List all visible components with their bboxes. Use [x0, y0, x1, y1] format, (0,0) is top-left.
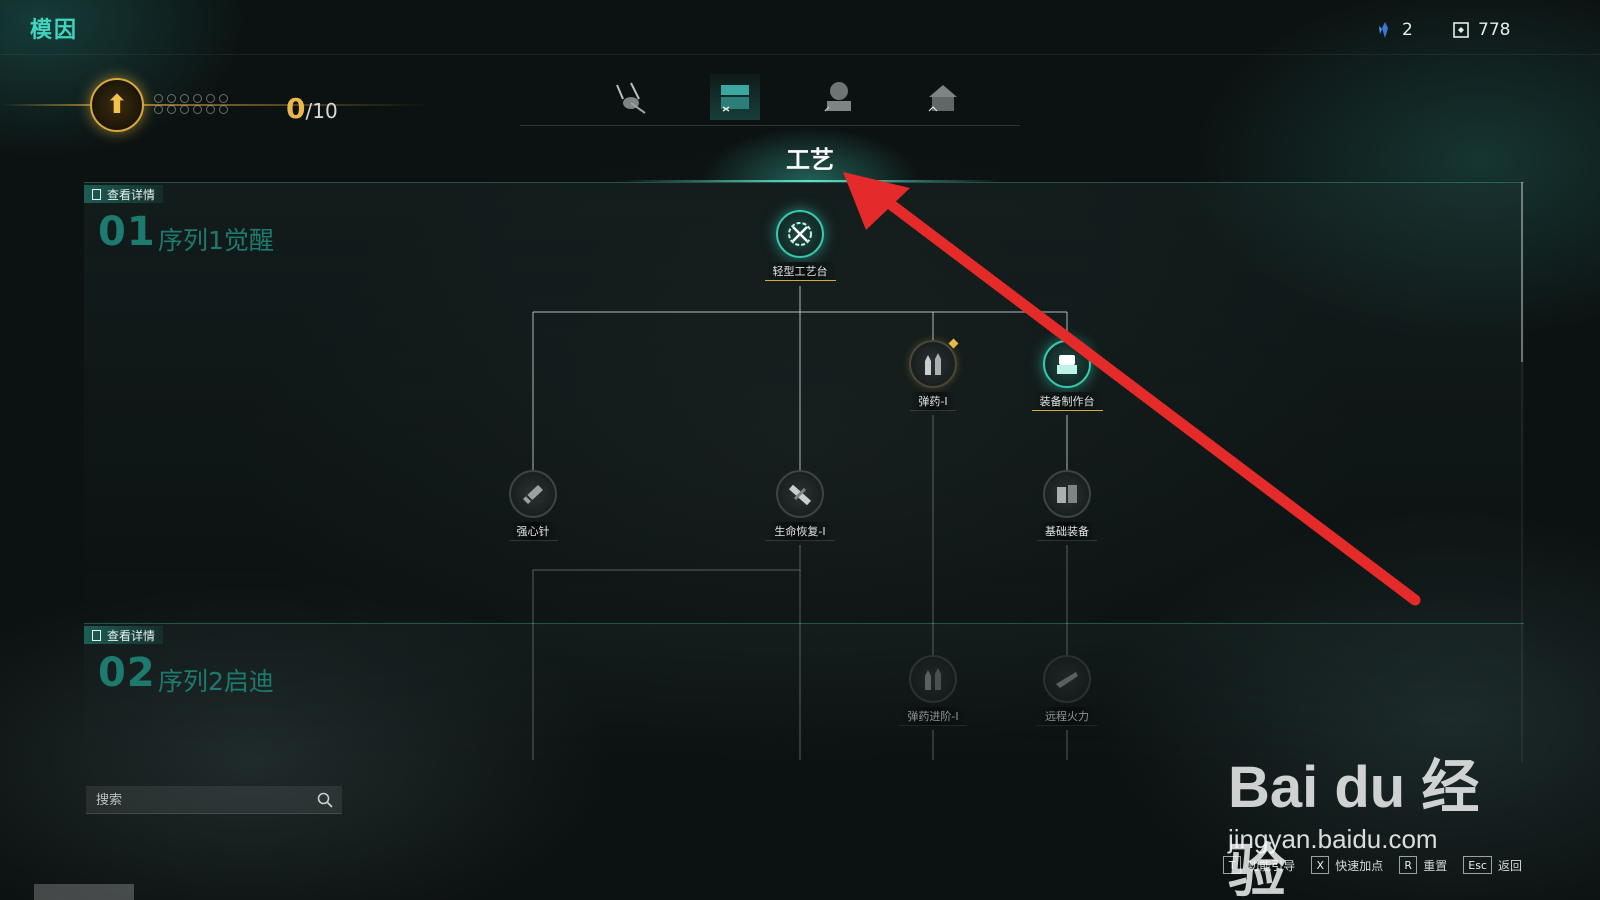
- workbench-icon: [721, 85, 749, 112]
- node-equipment-crafting-label: 装备制作台: [1031, 392, 1103, 411]
- hint-quick-add-label: 快速加点: [1335, 858, 1384, 873]
- hint-back-label: 返回: [1497, 858, 1522, 873]
- rifle-icon: [1056, 672, 1078, 688]
- key-r: R: [1399, 856, 1418, 874]
- key-hints: T 功能引导 X 快速加点 R 重置 Esc 返回: [1223, 856, 1522, 874]
- sequence-name-1: 序列1觉醒: [158, 226, 274, 255]
- hammer-wrench-icon: [788, 222, 812, 246]
- key-esc: Esc: [1463, 856, 1492, 874]
- view-details-button-1[interactable]: 查看详情: [84, 185, 164, 203]
- level-count: 0/10: [286, 92, 338, 125]
- hint-reset[interactable]: R 重置: [1399, 856, 1447, 874]
- node-ranged-fire[interactable]: 远程火力: [1012, 655, 1122, 726]
- currency-shards: 2: [1376, 20, 1413, 40]
- node-light-workbench[interactable]: 轻型工艺台: [745, 210, 855, 281]
- node-basic-equipment-label: 基础装备: [1037, 522, 1097, 541]
- node-light-workbench-ring: [776, 210, 824, 258]
- key-x: X: [1311, 856, 1330, 874]
- house-icon: [928, 85, 957, 112]
- section-title-wrap: 工艺: [620, 126, 1000, 182]
- hint-guide-label: 功能引导: [1247, 858, 1296, 873]
- node-ammo-1-ring: [909, 340, 957, 388]
- level-current: 0: [286, 92, 306, 125]
- node-ammo-1-label: 弹药-I: [910, 392, 956, 411]
- node-life-recovery[interactable]: 生命恢复-I: [745, 470, 855, 541]
- insect-icon: [616, 82, 646, 114]
- currency-points-value: 778: [1478, 20, 1511, 40]
- currency-points: 778: [1452, 20, 1510, 40]
- node-stim-ring: [509, 470, 557, 518]
- level-max: /10: [305, 99, 338, 123]
- game-title: 模因: [30, 18, 79, 43]
- watermark-url: jingyan.baidu.com: [1228, 824, 1438, 854]
- scrollbar-thumb[interactable]: [1521, 182, 1523, 362]
- crafting-machine-icon: [1057, 355, 1077, 374]
- node-ranged-fire-ring: [1043, 655, 1091, 703]
- section-title: 工艺: [786, 146, 834, 174]
- gear-kit-icon: [1057, 485, 1077, 503]
- hint-quick-add[interactable]: X 快速加点: [1311, 856, 1383, 874]
- hint-back[interactable]: Esc 返回: [1463, 856, 1522, 874]
- level-up-badge[interactable]: ⬆: [90, 78, 144, 132]
- key-t: T: [1223, 856, 1242, 874]
- currency-shards-value: 2: [1402, 20, 1413, 40]
- node-stim-label: 强心针: [508, 522, 558, 541]
- document-icon: [92, 629, 101, 641]
- tab-planter[interactable]: [814, 74, 864, 120]
- node-stim[interactable]: 强心针: [478, 470, 588, 541]
- hint-guide[interactable]: T 功能引导: [1223, 856, 1295, 874]
- syringe-icon: [523, 485, 543, 504]
- view-details-button-2[interactable]: 查看详情: [84, 626, 164, 644]
- node-equipment-crafting[interactable]: 装备制作台: [1012, 340, 1122, 411]
- node-ammo-advanced-ring: [909, 655, 957, 703]
- node-light-workbench-label: 轻型工艺台: [764, 262, 836, 281]
- level-dots: [154, 94, 231, 114]
- hint-reset-label: 重置: [1423, 858, 1448, 873]
- node-ammo-advanced-label: 弹药进阶-I: [899, 707, 967, 726]
- shard-icon: [1379, 22, 1388, 38]
- node-ranged-fire-label: 远程火力: [1037, 707, 1097, 726]
- tab-workbench[interactable]: [710, 74, 760, 120]
- up-arrow-icon: ⬆: [106, 90, 128, 120]
- bottom-tab-indicator: [34, 884, 134, 900]
- node-equipment-crafting-ring: [1043, 340, 1091, 388]
- sequence-name-2: 序列2启迪: [158, 667, 274, 696]
- tab-house[interactable]: [918, 74, 968, 120]
- search-box: [86, 786, 342, 814]
- puzzle-icon: [1453, 22, 1469, 38]
- tab-insect[interactable]: [606, 74, 656, 120]
- sequence-panel-2: 查看详情 02 序列2启迪: [84, 623, 1524, 763]
- document-icon: [92, 188, 101, 200]
- bullets-icon: [925, 353, 941, 375]
- node-ammo-1[interactable]: 弹药-I: [878, 340, 988, 411]
- header-divider: [0, 54, 1600, 55]
- medkit-icon: [789, 484, 811, 506]
- search-input[interactable]: [96, 789, 296, 811]
- node-ammo-advanced[interactable]: 弹药进阶-I: [878, 655, 988, 726]
- view-details-label-1: 查看详情: [107, 187, 156, 202]
- category-tabs: [520, 66, 1020, 126]
- bullets-icon: [925, 668, 941, 690]
- search-icon[interactable]: [316, 791, 334, 809]
- view-details-label-2: 查看详情: [107, 628, 156, 643]
- baidu-watermark: Bai du 经验 jingyan.baidu.com: [1228, 740, 1528, 900]
- node-basic-equipment[interactable]: 基础装备: [1012, 470, 1122, 541]
- node-life-recovery-label: 生命恢复-I: [766, 522, 834, 541]
- tree-planter-icon: [824, 82, 851, 112]
- scrollbar-track[interactable]: [1521, 182, 1523, 762]
- emblem-glow: [0, 104, 430, 106]
- level-emblem: ⬆ 0/10: [0, 70, 440, 140]
- node-life-recovery-ring: [776, 470, 824, 518]
- sequence-number-1: 01: [98, 209, 156, 255]
- watermark-brand: Bai du 经验: [1228, 755, 1480, 900]
- node-basic-equipment-ring: [1043, 470, 1091, 518]
- sequence-number-2: 02: [98, 650, 156, 696]
